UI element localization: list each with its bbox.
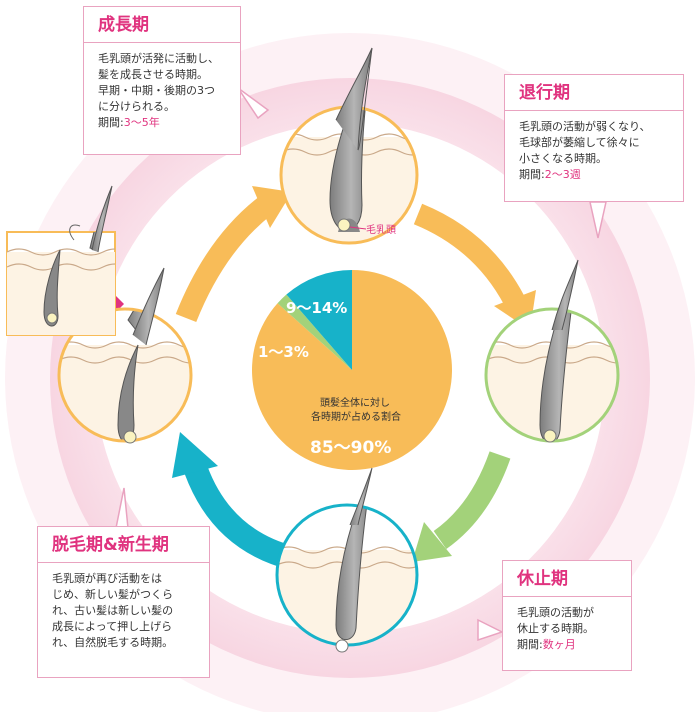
regression-desc-line: 毛乳頭の活動が弱くなり、 (519, 120, 651, 133)
resting-desc-line: 毛乳頭の活動が (517, 606, 594, 619)
growth-period-label: 期間: (98, 116, 124, 129)
growth-stage-box: 成長期 毛乳頭が活発に活動し、 髪を成長させる時期。 早期・中期・後期の3つ に… (83, 6, 241, 155)
resting-period-value: 数ヶ月 (542, 638, 576, 651)
growth-desc-line: 毛乳頭が活発に活動し、 (98, 52, 219, 65)
shedding-stage-title: 脱毛期&新生期 (52, 535, 169, 555)
resting-box-tail (477, 618, 504, 642)
regression-period-label: 期間: (519, 168, 545, 181)
arrow-to-resting (433, 451, 511, 550)
pie-label-growth-share: 85〜90% (310, 438, 392, 458)
growth-box-tail (237, 87, 270, 120)
pie-slice-2 (286, 270, 352, 370)
pie-label-regression-share: 1〜3% (258, 343, 309, 361)
shedding-stage-illustration (57, 267, 193, 444)
shedding-desc-line: 毛乳頭が再び活動をは (52, 572, 162, 585)
resting-stage-title: 休止期 (517, 569, 568, 589)
growth-period-value: 3〜5年 (123, 116, 160, 129)
shedding-desc-line: れ、古い髪は新しい髪の (52, 604, 174, 617)
shedding-stage-box: 脱毛期&新生期 毛乳頭が再び活動をは じめ、新しい髪がつくら れ、古い髪は新しい… (37, 526, 210, 678)
growth-desc-line: 早期・中期・後期の3つ (98, 84, 215, 97)
regression-box-tail (589, 201, 607, 239)
resting-stage-illustration (275, 467, 419, 653)
pie-caption-1: 頭髪全体に対し (320, 398, 390, 409)
growth-desc-line: に分けられる。 (98, 100, 175, 113)
papilla-label: 毛乳頭 (366, 225, 396, 236)
pie-chart (251, 270, 452, 470)
pie-slice-1 (277, 294, 352, 370)
growth-desc-line: 髪を成長させる時期。 (98, 68, 208, 81)
arrow-to-shedding (184, 465, 296, 570)
shedding-desc-line: 成長によって押し上げら (52, 620, 173, 633)
arrow-to-growth (175, 197, 272, 323)
regression-stage-illustration (484, 259, 620, 443)
early-shedding-inset (6, 185, 116, 336)
pie-label-resting-share: 9〜14% (286, 299, 348, 317)
arrow-to-regression (413, 203, 524, 306)
growth-stage-title: 成長期 (98, 15, 149, 35)
resting-desc-line: 休止する時期。 (517, 622, 594, 635)
shedding-desc-line: じめ、新しい髪がつくら (52, 588, 173, 601)
resting-period-label: 期間: (517, 638, 543, 651)
pie-caption-2: 各時期が占める割合 (311, 412, 401, 423)
shedding-desc-line: れ、自然脱毛する時期。 (52, 636, 174, 649)
resting-stage-box: 休止期 毛乳頭の活動が 休止する時期。 期間:数ヶ月 (502, 560, 632, 671)
regression-period-value: 2〜3週 (544, 168, 581, 181)
regression-desc-line: 小さくなる時期。 (519, 152, 607, 165)
regression-stage-box: 退行期 毛乳頭の活動が弱くなり、 毛球部が萎縮して徐々に 小さくなる時期。 期間… (504, 74, 684, 202)
growth-stage-illustration (279, 47, 419, 245)
regression-desc-line: 毛球部が萎縮して徐々に (519, 136, 640, 149)
regression-stage-title: 退行期 (519, 83, 570, 103)
